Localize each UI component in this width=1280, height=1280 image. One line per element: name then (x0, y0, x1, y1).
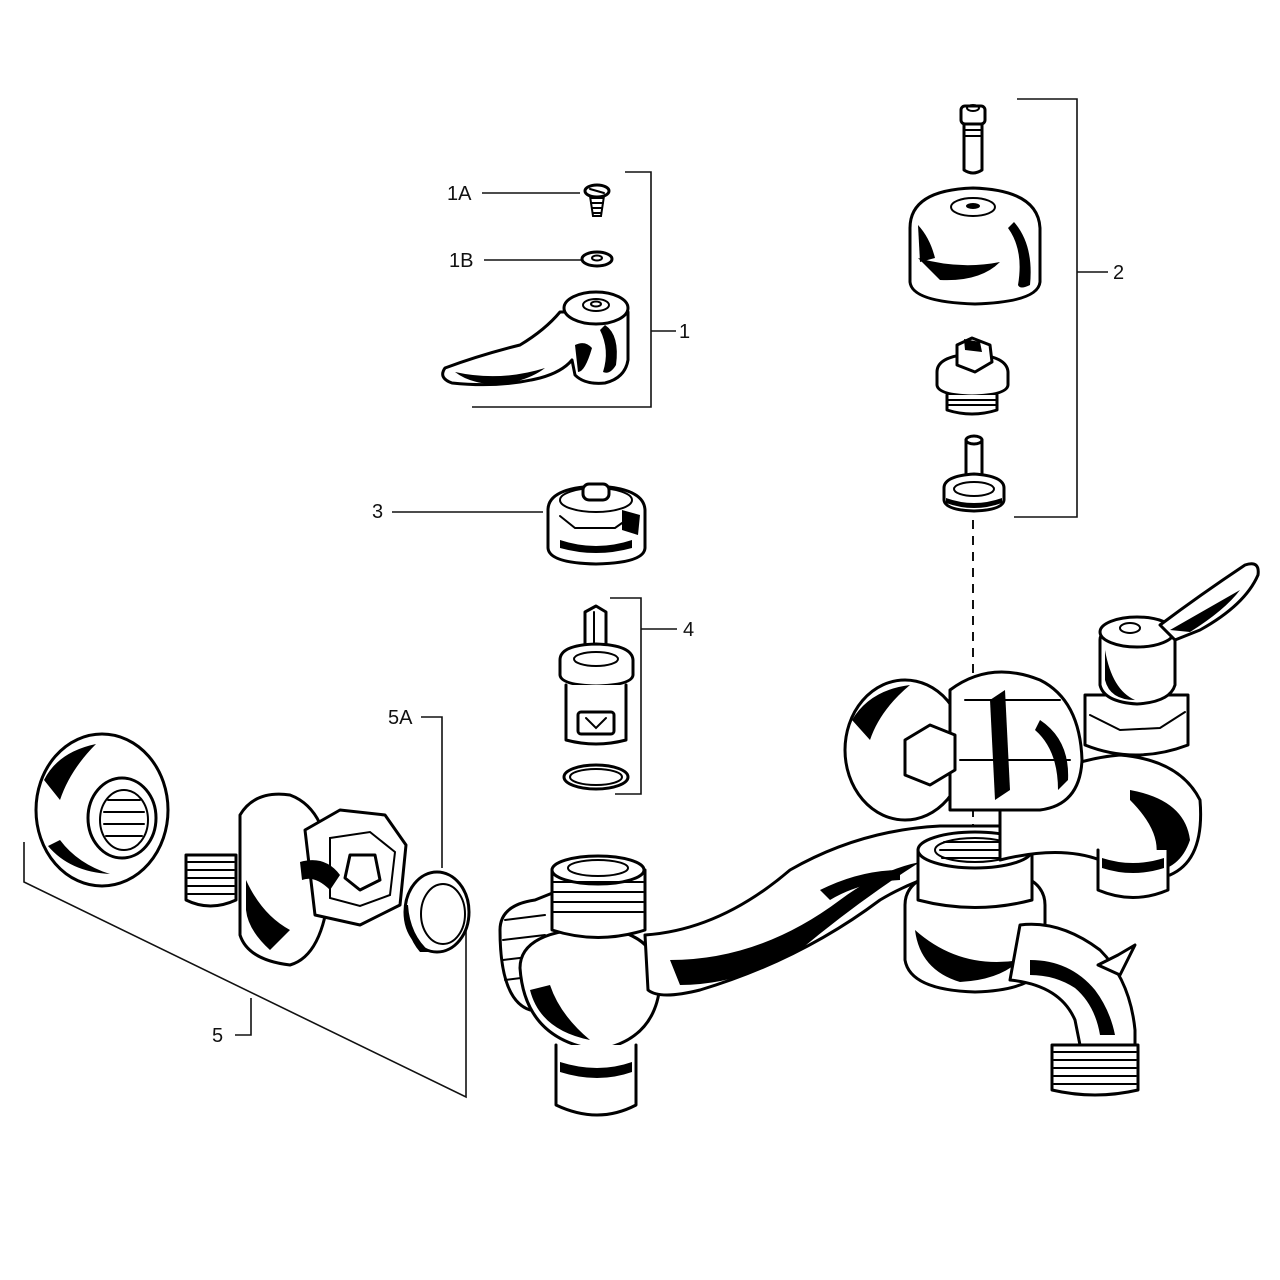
callout-2: 2 (1014, 98, 1124, 518)
callout-label-1b: 1B (449, 250, 473, 272)
stem-washer-2-icon (942, 434, 1006, 513)
callout-5: 5 (23, 842, 467, 1099)
cap-2-icon (908, 186, 1042, 306)
callout-label-2: 2 (1113, 262, 1124, 284)
callout-4: 4 (610, 597, 694, 795)
callout-label-1a: 1A (447, 183, 472, 205)
callout-label-3: 3 (372, 501, 383, 523)
screw-2-icon (959, 104, 987, 175)
callout-1b: 1B (449, 250, 582, 272)
flange-5-icon (34, 732, 170, 888)
callout-label-5: 5 (212, 1025, 223, 1047)
callout-label-5a: 5A (388, 707, 413, 729)
gasket-5a-icon (403, 870, 471, 954)
bonnet-nut-3-icon (546, 482, 647, 566)
callout-1: 1 (472, 171, 690, 408)
callout-label-1: 1 (679, 321, 690, 343)
screw-1a-icon (583, 183, 611, 217)
supply-arm-5-icon (184, 792, 408, 967)
faucet-body-icon (498, 562, 1260, 1117)
callout-5a: 5A (388, 707, 443, 868)
callout-3: 3 (372, 501, 543, 523)
stem-adapter-2-icon (935, 336, 1010, 416)
callout-1a: 1A (447, 183, 580, 205)
lever-handle-1-icon (441, 290, 630, 387)
callout-label-4: 4 (683, 619, 694, 641)
cartridge-4-icon (558, 604, 635, 791)
washer-1b-icon (580, 250, 614, 268)
